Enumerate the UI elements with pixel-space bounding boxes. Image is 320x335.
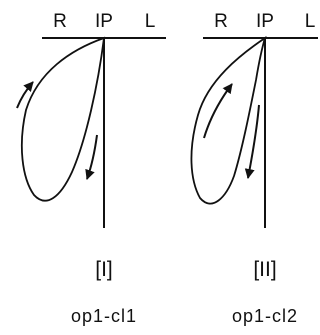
panel-1-caption: op1-cl1 bbox=[71, 306, 137, 326]
panel-2-label-r: R bbox=[214, 11, 228, 32]
panel-2-title: [II] bbox=[253, 258, 276, 281]
panel-1-down-arrow bbox=[85, 134, 98, 180]
panel-2-label-l: L bbox=[305, 11, 316, 32]
panel-2: R IP L [II] op1-cl2 bbox=[190, 11, 318, 326]
panel-2-label-ip: IP bbox=[256, 11, 274, 32]
panel-2-loop-curve bbox=[190, 35, 267, 205]
panel-1: R IP L [I] op1-cl1 bbox=[16, 11, 166, 326]
panel-1-up-arrow bbox=[16, 81, 34, 109]
panel-1-label-l: L bbox=[145, 11, 156, 32]
panel-1-title: [I] bbox=[95, 258, 113, 281]
panel-2-caption: op1-cl2 bbox=[232, 306, 298, 326]
panel-2-down-arrow bbox=[244, 104, 260, 179]
panel-1-label-r: R bbox=[53, 11, 67, 32]
panel-1-label-ip: IP bbox=[95, 11, 113, 32]
panel-2-up-arrow bbox=[203, 83, 233, 139]
panel-1-loop-curve bbox=[21, 36, 106, 202]
